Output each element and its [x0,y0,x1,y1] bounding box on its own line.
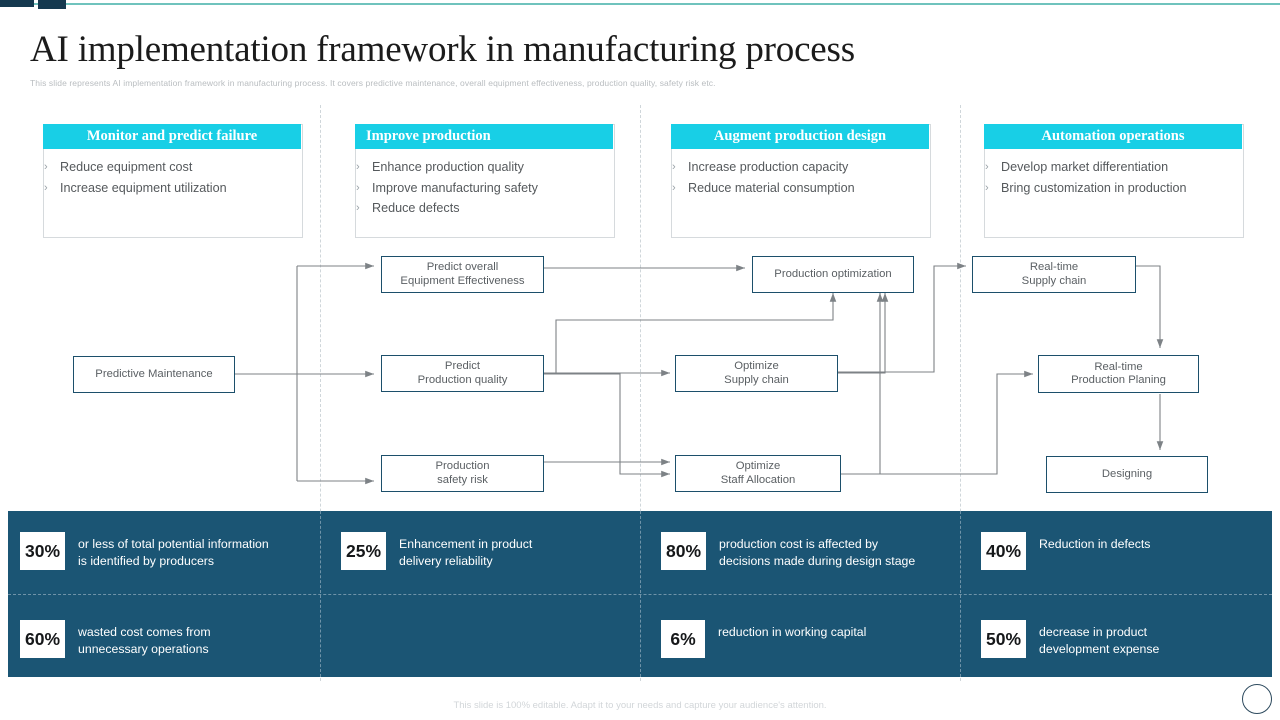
chevron-right-icon: › [672,181,676,194]
flow-node-label: Predictive Maintenance [95,367,213,380]
card-title-0: Monitor and predict failure [43,124,301,149]
flow-node-designing: Designing [1046,456,1208,493]
stat-percent: 25% [341,532,387,570]
bullet-text: Increase equipment utilization [60,180,227,195]
chevron-right-icon: › [985,181,989,194]
bullet-text: Bring customization in production [1001,180,1187,195]
footer-note: This slide is 100% editable. Adapt it to… [453,700,827,711]
list-item: › Enhance production quality [356,159,612,177]
stat-item-30: 30% or less of total potential informati… [20,532,310,570]
stats-divider-h1 [8,594,1272,595]
card-title-1: Improve production [355,124,613,149]
flow-node-label: Production optimization [774,267,892,280]
chevron-right-icon: › [985,161,989,173]
stat-percent: 80% [661,532,707,570]
bullet-text: Reduce defects [372,201,460,215]
top-accent-block-right [38,0,66,9]
category-card-monitor-and-predict-failure: Monitor and predict failure › Reduce equ… [43,124,303,238]
card-bullets-3: › Develop market differentiation › Bring… [985,159,1233,200]
list-item: › Reduce equipment cost [44,159,300,177]
page-title: AI implementation framework in manufactu… [30,29,855,70]
stat-item-6: 6% reduction in working capital [661,620,951,658]
stat-percent: 6% [661,620,705,658]
card-title-2: Augment production design [671,124,929,149]
top-accent-block-left [0,0,34,7]
column-divider-1 [320,105,321,681]
stat-percent: 30% [20,532,66,570]
stat-percent: 50% [981,620,1027,658]
chevron-right-icon: › [672,161,676,173]
bullet-text: Enhance production quality [372,160,524,174]
bullet-text: Reduce equipment cost [60,160,193,174]
list-item: › Develop market differentiation [985,159,1233,177]
card-title-3: Automation operations [984,124,1242,149]
bullet-text: Improve manufacturing safety [372,180,538,195]
flow-node-predictive-maintenance: Predictive Maintenance [73,356,235,393]
list-item: › Reduce defects [356,200,612,218]
chevron-right-icon: › [44,161,48,173]
chevron-right-icon: › [356,181,360,194]
stat-description: reduction in working capital [718,625,867,639]
stat-description: Reduction in defects [1039,537,1151,551]
list-item: › Improve manufacturing safety [356,180,612,198]
bullet-text: Reduce material consumption [688,180,855,195]
list-item: › Increase production capacity [672,159,928,177]
stat-percent: 40% [981,532,1027,570]
stat-percent: 60% [20,620,66,658]
chevron-right-icon: › [356,161,360,173]
list-item: › Increase equipment utilization [44,180,300,198]
card-bullets-0: › Reduce equipment cost › Increase equip… [44,159,300,200]
category-card-augment-production-design: Augment production design › Increase pro… [671,124,931,238]
page-subtitle: This slide represents AI implementation … [30,78,716,88]
chevron-right-icon: › [356,202,360,214]
bullet-text: Increase production capacity [688,160,849,174]
category-card-improve-production: Improve production › Enhance production … [355,124,615,238]
corner-circle-decoration [1242,684,1272,714]
flow-node-label: Designing [1101,467,1153,480]
stat-item-40: 40% Reduction in defects [981,532,1261,570]
stats-panel [8,511,1272,677]
category-card-automation-operations: Automation operations › Develop market d… [984,124,1244,238]
card-bullets-2: › Increase production capacity › Reduce … [672,159,928,200]
top-accent-rule [0,3,1280,5]
list-item: › Bring customization in production [985,180,1233,198]
list-item: › Reduce material consumption [672,180,928,198]
flow-node-production-optimization: Production optimization [752,256,914,293]
card-bullets-1: › Enhance production quality › Improve m… [356,159,612,221]
bullet-text: Develop market differentiation [1001,160,1169,174]
chevron-right-icon: › [44,181,48,194]
